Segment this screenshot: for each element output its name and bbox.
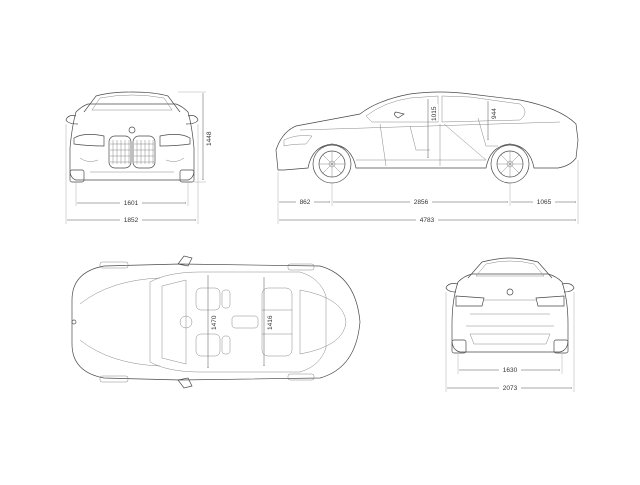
front-headroom-label: 1015	[431, 106, 438, 121]
rear-view: 1630 2073	[445, 257, 575, 392]
top-badge-icon	[71, 319, 77, 325]
rear-headroom-label: 944	[491, 108, 498, 119]
front-grille	[108, 135, 156, 169]
rear-shoulder-label: 1416	[267, 315, 274, 330]
length-label: 4783	[420, 217, 435, 224]
wheelbase-label: 2856	[414, 199, 429, 206]
side-rear-wheel	[490, 144, 530, 184]
side-view: 1015 944 862 2856 1065 4783	[275, 91, 579, 224]
front-shoulder-label: 1470	[211, 315, 218, 330]
front-overhang-label: 862	[300, 199, 311, 206]
rear-badge-icon	[506, 288, 514, 296]
rear-track-label: 1630	[503, 367, 518, 374]
front-width-label: 1852	[124, 217, 139, 224]
rear-overhang-label: 1065	[537, 199, 552, 206]
top-view: 1470 1416	[71, 255, 361, 389]
front-badge-icon	[128, 126, 136, 134]
front-track-label: 1601	[124, 200, 139, 207]
top-seats	[179, 287, 293, 357]
front-view: 1448 1601 1852	[65, 91, 213, 224]
front-height-label: 1448	[206, 131, 213, 146]
side-front-wheel	[312, 144, 352, 184]
mirror-width-label: 2073	[503, 385, 518, 392]
